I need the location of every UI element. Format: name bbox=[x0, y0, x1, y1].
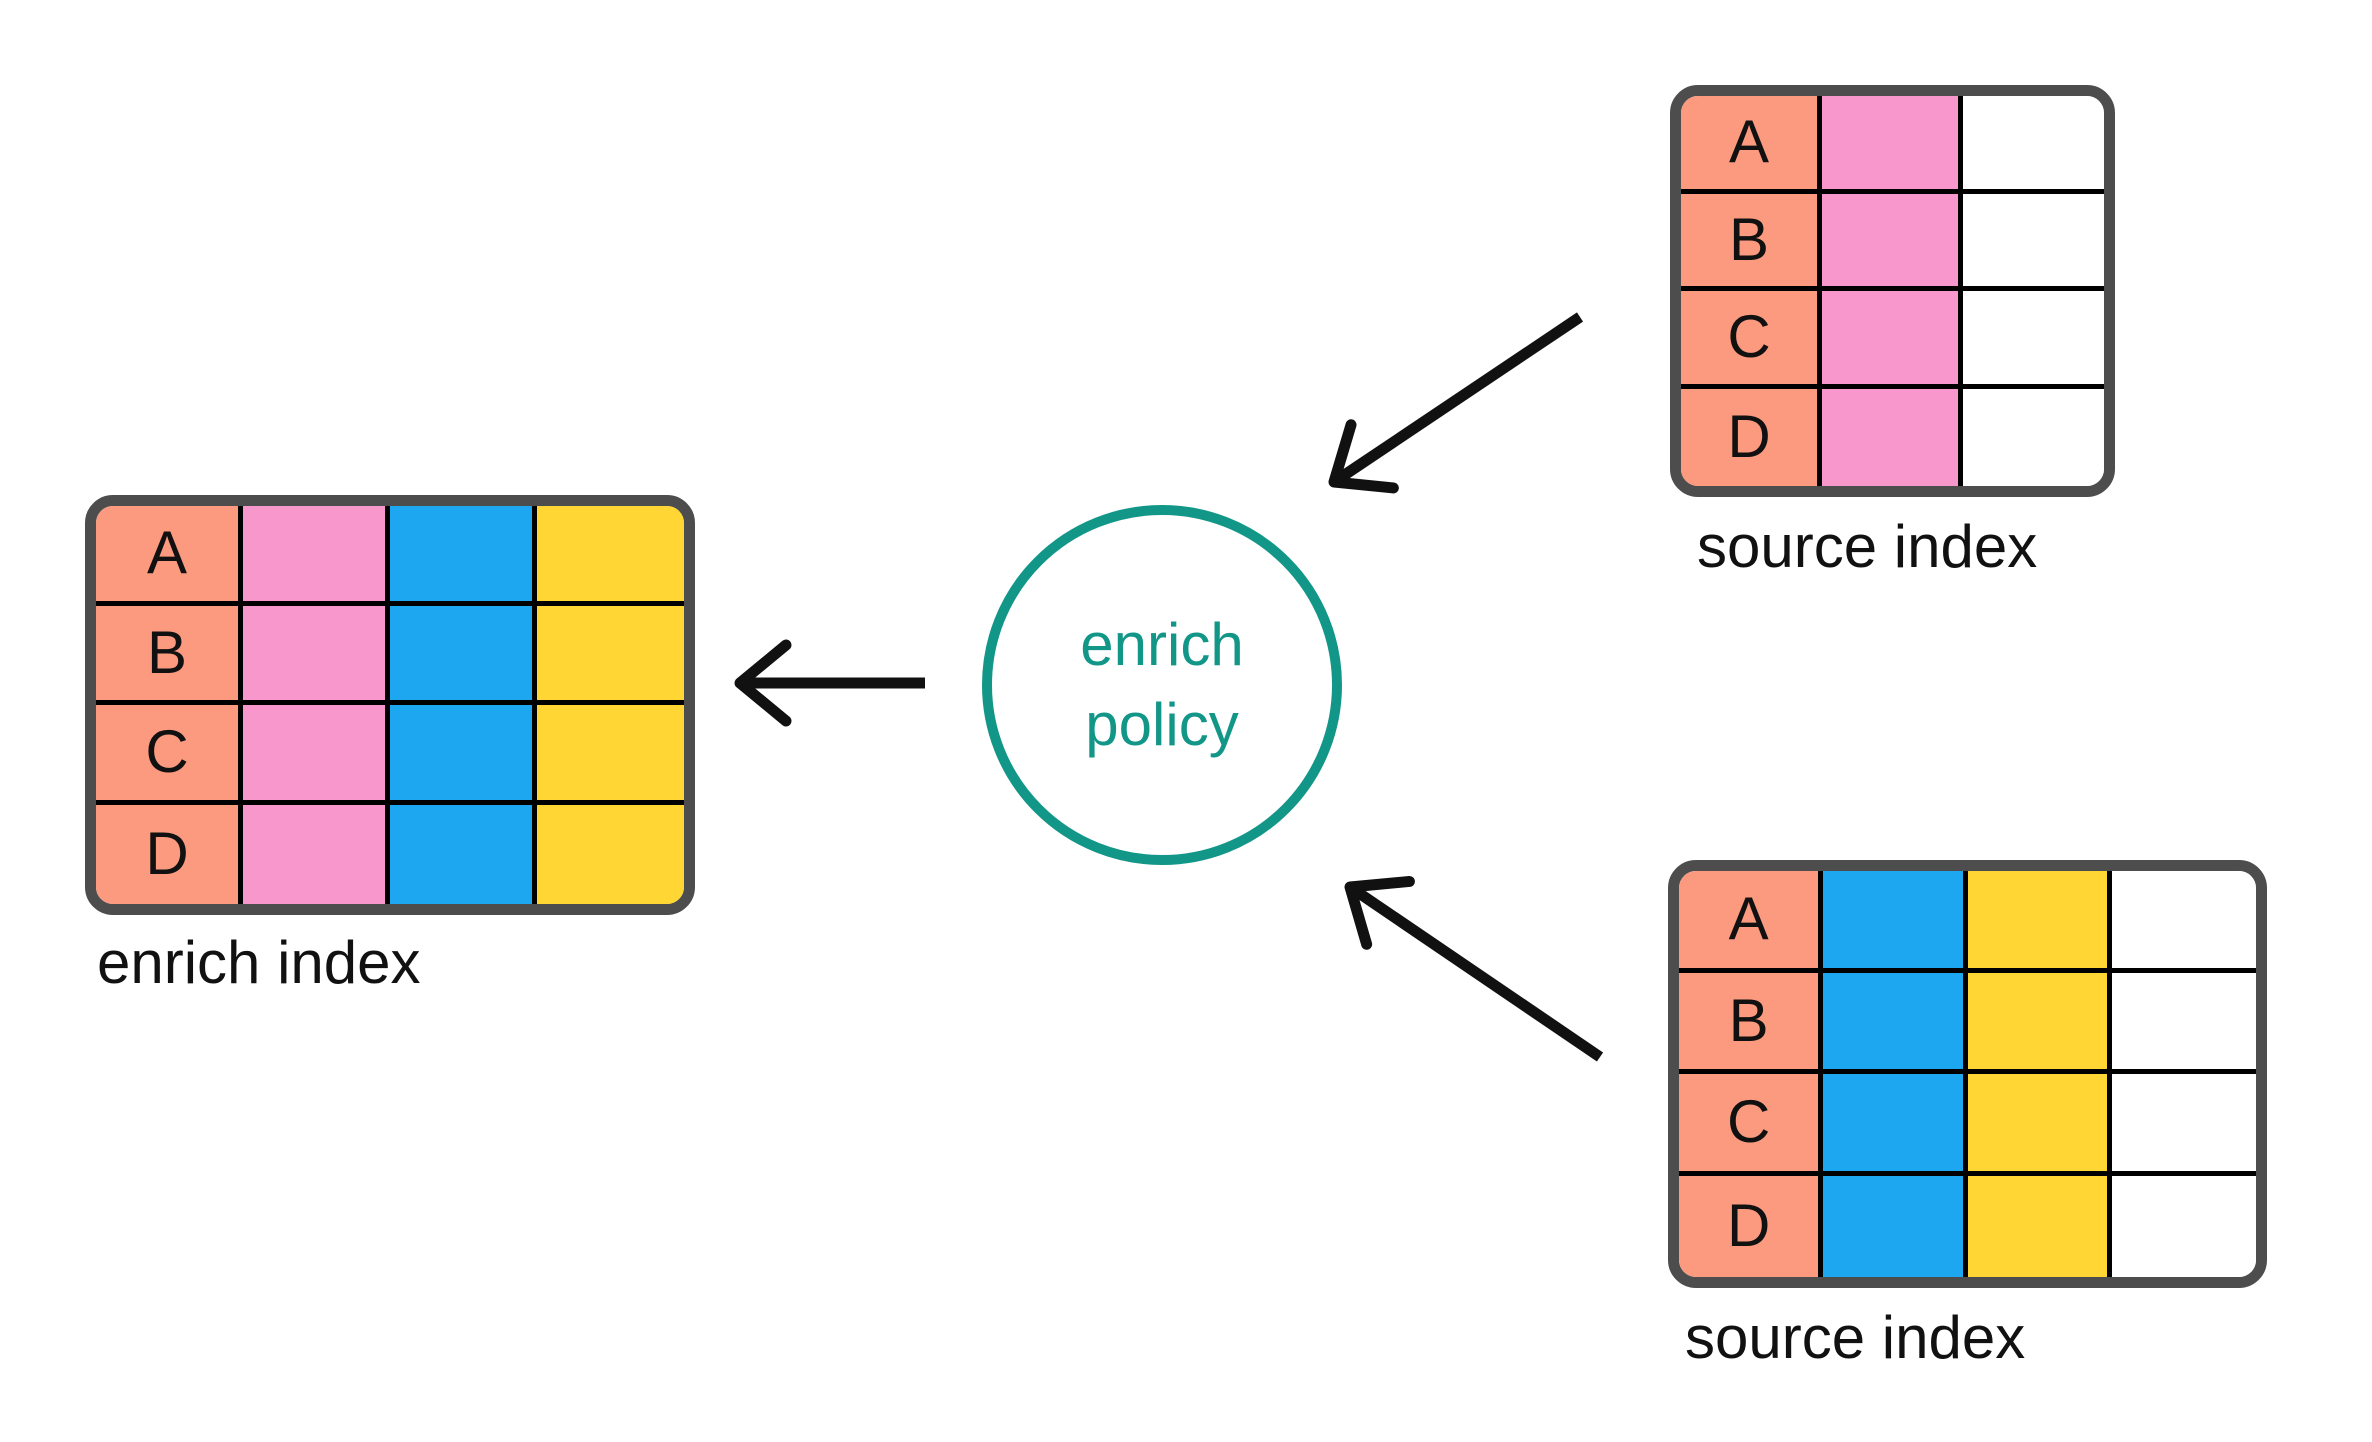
row-label-cell: D bbox=[1681, 388, 1822, 486]
row-label: B bbox=[1728, 986, 1769, 1054]
table-cell bbox=[2111, 1175, 2256, 1277]
source-index-bottom-label: source index bbox=[1685, 1304, 2026, 1371]
row-label: B bbox=[1728, 205, 1770, 273]
table-cell bbox=[243, 705, 390, 805]
enrich-policy-label-line2: policy bbox=[1085, 691, 1239, 758]
row-label: C bbox=[1727, 303, 1771, 371]
table-cell bbox=[1967, 1074, 2112, 1176]
table-cell bbox=[1822, 193, 1963, 291]
row-label: C bbox=[1726, 1088, 1771, 1156]
row-label-cell: D bbox=[1679, 1175, 1824, 1277]
row-label: B bbox=[146, 618, 188, 686]
row-label-cell: B bbox=[96, 605, 243, 705]
row-label-cell: C bbox=[1681, 291, 1822, 389]
arrow-top-source-to-policy bbox=[1328, 312, 1584, 494]
table-cell bbox=[390, 804, 537, 904]
table-cell bbox=[243, 605, 390, 705]
table-cell bbox=[2111, 972, 2256, 1074]
enrich-index-table: A B C D bbox=[85, 495, 695, 915]
table-cell bbox=[390, 605, 537, 705]
table-cell bbox=[1822, 291, 1963, 389]
table-cell bbox=[537, 506, 684, 606]
table-cell bbox=[537, 605, 684, 705]
row-label: D bbox=[145, 820, 189, 888]
table-cell bbox=[1963, 96, 2104, 194]
row-label-cell: A bbox=[96, 506, 243, 606]
table-cell bbox=[2111, 871, 2256, 973]
table-cell bbox=[1823, 1074, 1968, 1176]
table-cell bbox=[1963, 388, 2104, 486]
source-index-top-label: source index bbox=[1697, 513, 2038, 580]
row-label: D bbox=[1726, 1192, 1771, 1260]
row-label-cell: D bbox=[96, 804, 243, 904]
table-cell bbox=[1967, 871, 2112, 973]
row-label: A bbox=[1728, 885, 1769, 953]
table-cell bbox=[1823, 972, 1968, 1074]
row-label: C bbox=[145, 718, 189, 786]
row-label-cell: B bbox=[1681, 193, 1822, 291]
source-index-bottom-table: A B C D bbox=[1668, 860, 2267, 1288]
enrich-policy-label-line1: enrich bbox=[1080, 611, 1244, 678]
table-cell bbox=[1823, 1175, 1968, 1277]
table-cell bbox=[1967, 972, 2112, 1074]
table-cell bbox=[390, 705, 537, 805]
enrich-index-label: enrich index bbox=[97, 929, 421, 996]
arrow-bottom-source-to-policy bbox=[1344, 875, 1604, 1062]
table-cell bbox=[1967, 1175, 2112, 1277]
row-label: A bbox=[146, 519, 188, 587]
row-label-cell: C bbox=[96, 705, 243, 805]
row-label: D bbox=[1727, 403, 1771, 471]
table-cell bbox=[243, 506, 390, 606]
enrich-policy-circle: enrich policy bbox=[982, 505, 1342, 865]
table-cell bbox=[243, 804, 390, 904]
table-cell bbox=[1823, 871, 1968, 973]
table-cell bbox=[1963, 291, 2104, 389]
table-cell bbox=[2111, 1074, 2256, 1176]
row-label: A bbox=[1728, 108, 1770, 176]
row-label-cell: A bbox=[1679, 871, 1824, 973]
table-cell bbox=[1963, 193, 2104, 291]
table-cell bbox=[1822, 388, 1963, 486]
table-cell bbox=[1822, 96, 1963, 194]
row-label-cell: C bbox=[1679, 1074, 1824, 1176]
source-index-top-table: A B C D bbox=[1670, 85, 2115, 497]
table-cell bbox=[537, 705, 684, 805]
table-cell bbox=[537, 804, 684, 904]
row-label-cell: B bbox=[1679, 972, 1824, 1074]
row-label-cell: A bbox=[1681, 96, 1822, 194]
table-cell bbox=[390, 506, 537, 606]
